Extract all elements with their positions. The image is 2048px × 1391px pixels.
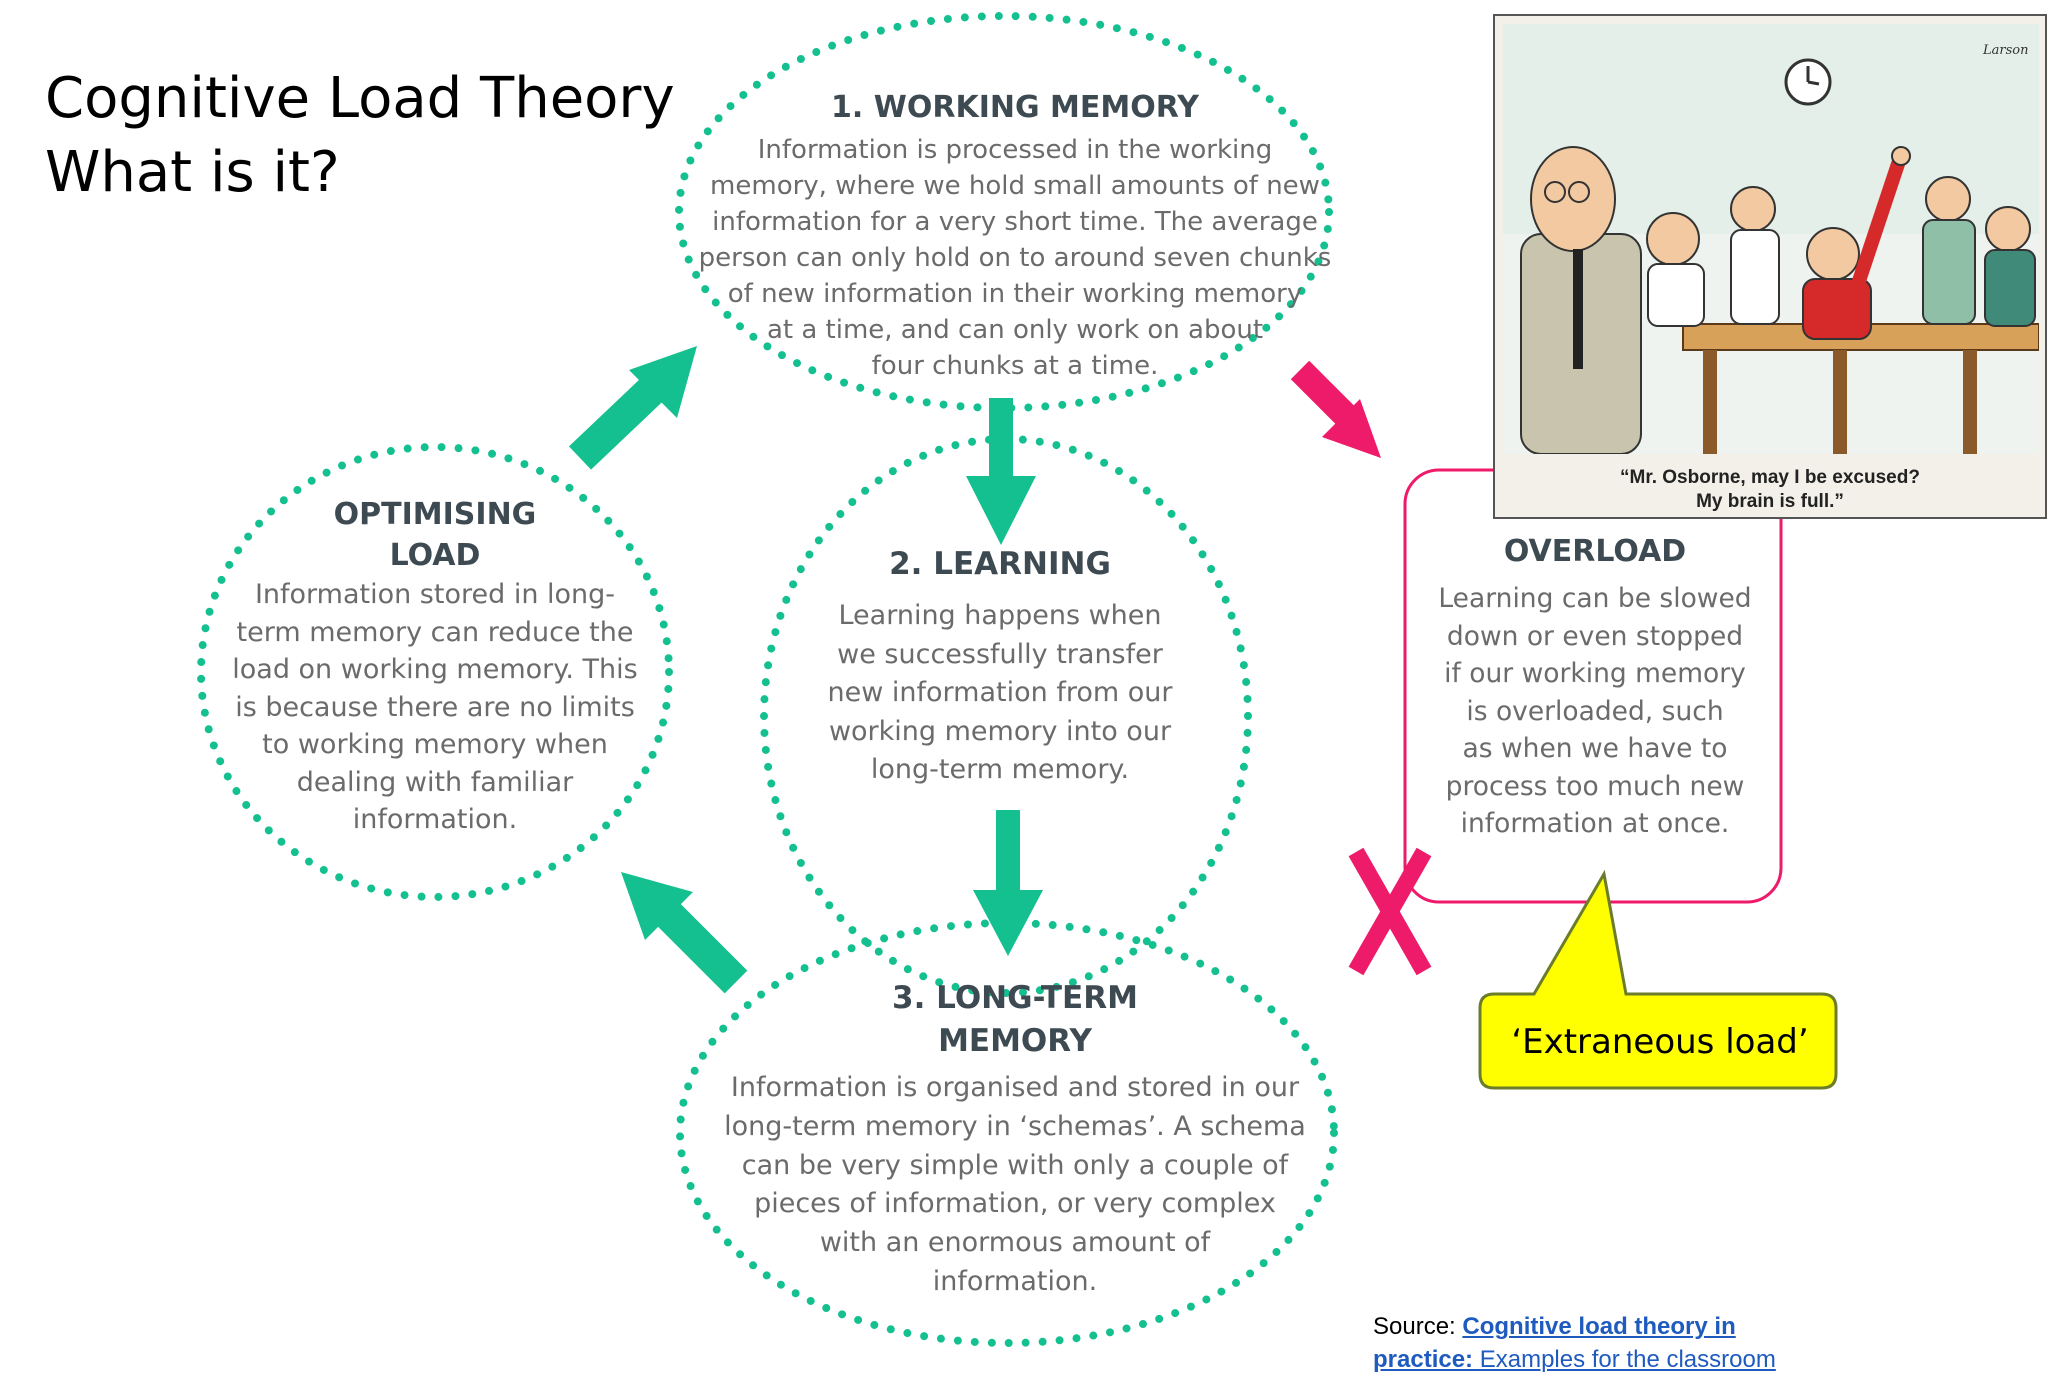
optimising-load-heading: OPTIMISING LOAD — [195, 494, 675, 576]
working-memory-node: 1. WORKING MEMORY Information is process… — [690, 88, 1340, 384]
working-memory-description: Information is processed in the working … — [690, 132, 1340, 384]
cartoon-illustration: Larson — [1503, 24, 2039, 454]
arrow-ltm-to-optimising — [621, 872, 748, 994]
working-memory-line: at a time, and can only work on about — [766, 315, 1264, 345]
learning-line: Learning happens when — [838, 600, 1162, 631]
source-line-2: practice: Examples for the classroom — [1373, 1343, 2033, 1376]
arrow-wm-to-learning — [966, 398, 1036, 545]
overload-line: information at once. — [1460, 808, 1730, 839]
long-term-memory-heading: 3. LONG-TERM MEMORY — [690, 977, 1340, 1063]
cartoon-caption-line: “Mr. Osborne, may I be excused? — [1620, 467, 1920, 488]
optimising-load-node: OPTIMISING LOAD Information stored in lo… — [195, 494, 675, 839]
source-link-title-part1[interactable]: Cognitive load theory in — [1462, 1313, 1736, 1340]
ltm-line: can be very simple with only a couple of — [741, 1149, 1289, 1181]
learning-description: Learning happens when we successfully tr… — [780, 597, 1220, 790]
learning-line: long-term memory. — [870, 754, 1130, 785]
ltm-line: Information is organised and stored in o… — [730, 1072, 1300, 1103]
optimising-line: load on working memory. This — [232, 654, 638, 685]
ltm-line: with an enormous amount of — [819, 1227, 1211, 1259]
working-memory-line: four chunks at a time. — [871, 351, 1159, 381]
ltm-heading-line: MEMORY — [938, 1023, 1092, 1059]
optimising-heading-line: LOAD — [389, 538, 481, 573]
overload-line: Learning can be slowed — [1438, 583, 1752, 614]
cartoon-caption: “Mr. Osborne, may I be excused? My brain… — [1495, 466, 2045, 514]
source-prefix: Source: — [1373, 1313, 1463, 1340]
overload-line: process too much new — [1445, 770, 1745, 802]
overload-node: OVERLOAD Learning can be slowed down or … — [1405, 532, 1785, 843]
working-memory-outline — [675, 12, 1333, 412]
learning-node: 2. LEARNING Learning happens when we suc… — [780, 543, 1220, 790]
title-line-1: Cognitive Load Theory — [45, 66, 675, 131]
optimising-load-description: Information stored in long- term memory … — [195, 576, 675, 839]
optimising-line: Information stored in long- — [254, 579, 616, 610]
long-term-memory-description: Information is organised and stored in o… — [690, 1069, 1340, 1302]
learning-line: new information from our — [827, 677, 1173, 708]
optimising-line: is because there are no limits — [235, 691, 635, 723]
learning-line: we successfully transfer — [837, 638, 1163, 670]
extraneous-load-label: ‘Extraneous load’ — [1511, 1022, 1809, 1062]
long-term-memory-outline — [676, 919, 1338, 1347]
clock-icon — [1784, 58, 1832, 106]
title-line-2: What is it? — [45, 140, 340, 205]
source-link-title-part2[interactable]: practice: — [1373, 1346, 1474, 1373]
slide-title: Cognitive Load Theory What is it? — [45, 62, 745, 210]
classroom-cartoon: Larson “Mr. Osbo — [1493, 14, 2047, 519]
extraneous-load-callout — [1478, 869, 1838, 1090]
optimising-heading-line: OPTIMISING — [333, 497, 537, 532]
overload-heading: OVERLOAD — [1503, 534, 1687, 569]
learning-heading: 2. LEARNING — [889, 546, 1111, 582]
ltm-line: long-term memory in ‘schemas’. A schema — [724, 1110, 1306, 1142]
optimising-load-outline — [197, 443, 673, 901]
arrow-learning-to-ltm — [973, 810, 1043, 956]
cartoon-signature: Larson — [1982, 43, 2028, 58]
source-line-1: Source: Cognitive load theory in — [1373, 1310, 2033, 1343]
working-memory-heading: 1. WORKING MEMORY — [831, 90, 1199, 125]
working-memory-line: information for a very short time. The a… — [712, 207, 1318, 237]
arrow-wm-to-overload — [1290, 360, 1381, 458]
source-citation: Source: Cognitive load theory in practic… — [1373, 1310, 2033, 1376]
optimising-line: to working memory when — [262, 729, 608, 760]
working-memory-line: memory, where we hold small amounts of n… — [710, 171, 1320, 201]
long-term-memory-node: 3. LONG-TERM MEMORY Information is organ… — [690, 977, 1340, 1302]
working-memory-line: Information is processed in the working — [757, 135, 1273, 165]
working-memory-line: of new information in their working memo… — [727, 279, 1303, 309]
learning-line: working memory into our — [828, 715, 1172, 747]
overload-line: as when we have to — [1462, 733, 1728, 764]
ltm-line: pieces of information, or very complex — [754, 1188, 1276, 1220]
source-link-subtitle[interactable]: Examples for the classroom — [1473, 1346, 1776, 1373]
student-figures — [1646, 146, 2036, 340]
ltm-line: information. — [932, 1265, 1098, 1297]
overload-line: down or even stopped — [1446, 620, 1744, 652]
optimising-line: information. — [352, 804, 518, 835]
arrow-optimising-to-wm — [568, 346, 697, 470]
optimising-line: term memory can reduce the — [236, 616, 634, 648]
cartoon-caption-line: My brain is full.” — [1696, 491, 1844, 512]
cross-mark-icon — [1348, 847, 1432, 976]
teacher-figure — [1520, 146, 1642, 454]
ltm-heading-line: 3. LONG-TERM — [892, 980, 1138, 1016]
working-memory-line: person can only hold on to around seven … — [698, 243, 1332, 273]
overload-line: if our working memory — [1444, 658, 1746, 689]
overload-description: Learning can be slowed down or even stop… — [1405, 580, 1785, 843]
optimising-line: dealing with familiar — [296, 766, 574, 798]
overload-line: is overloaded, such — [1466, 695, 1724, 727]
